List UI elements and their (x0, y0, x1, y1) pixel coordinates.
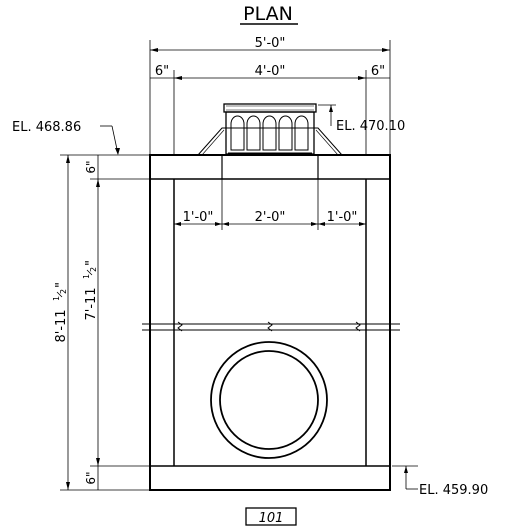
inner-width-label: 4'-0" (255, 64, 286, 79)
overall-height-dimension: 8'-11 1 2 " (52, 154, 150, 491)
elevation-bottom: EL. 459.90 (392, 465, 488, 498)
svg-text:": " (84, 260, 99, 266)
svg-text:1: 1 (52, 296, 61, 301)
elevation-top-of-structure: EL. 468.86 (12, 120, 120, 155)
overall-width-label: 5'-0" (255, 36, 286, 51)
break-lines (142, 321, 400, 332)
frame-and-grate (196, 103, 344, 156)
svg-text:": " (54, 282, 69, 288)
svg-text:1: 1 (82, 274, 91, 279)
elevation-top-of-grate: EL. 470.10 (318, 104, 405, 134)
svg-text:2: 2 (89, 267, 98, 272)
opening-dimension: 1'-0" 2'-0" 1'-0" (174, 179, 366, 230)
pipe-opening (210, 341, 328, 459)
bottom-slab-label: 6" (84, 471, 98, 484)
svg-text:8'-11: 8'-11 (54, 309, 69, 342)
inner-height-dimension: 7'-11 1 2 " 6" 6" (82, 155, 150, 490)
inner-height-label: 7'-11 1 2 " (82, 260, 99, 321)
left-offset-label: 1'-0" (183, 210, 214, 225)
right-offset-label: 1'-0" (327, 210, 358, 225)
svg-text:2: 2 (59, 289, 68, 294)
elevation-top-of-grate-label: EL. 470.10 (336, 119, 405, 134)
structure-section (149, 154, 391, 491)
sheet-number-box: 101 (245, 507, 297, 526)
opening-width-label: 2'-0" (255, 210, 286, 225)
inner-width-dimension: 6" 4'-0" 6" (150, 64, 390, 155)
elevation-bottom-label: EL. 459.90 (419, 483, 488, 498)
overall-width-dimension: 5'-0" (149, 36, 391, 155)
svg-text:7'-11: 7'-11 (84, 287, 99, 320)
plan-title: PLAN (243, 3, 293, 25)
overall-height-label: 8'-11 1 2 " (52, 282, 69, 343)
sheet-number: 101 (259, 511, 284, 526)
right-wall-label: 6" (371, 64, 385, 79)
left-wall-label: 6" (155, 64, 169, 79)
top-slab-label: 6" (84, 160, 98, 173)
elevation-top-of-structure-label: EL. 468.86 (12, 120, 81, 135)
